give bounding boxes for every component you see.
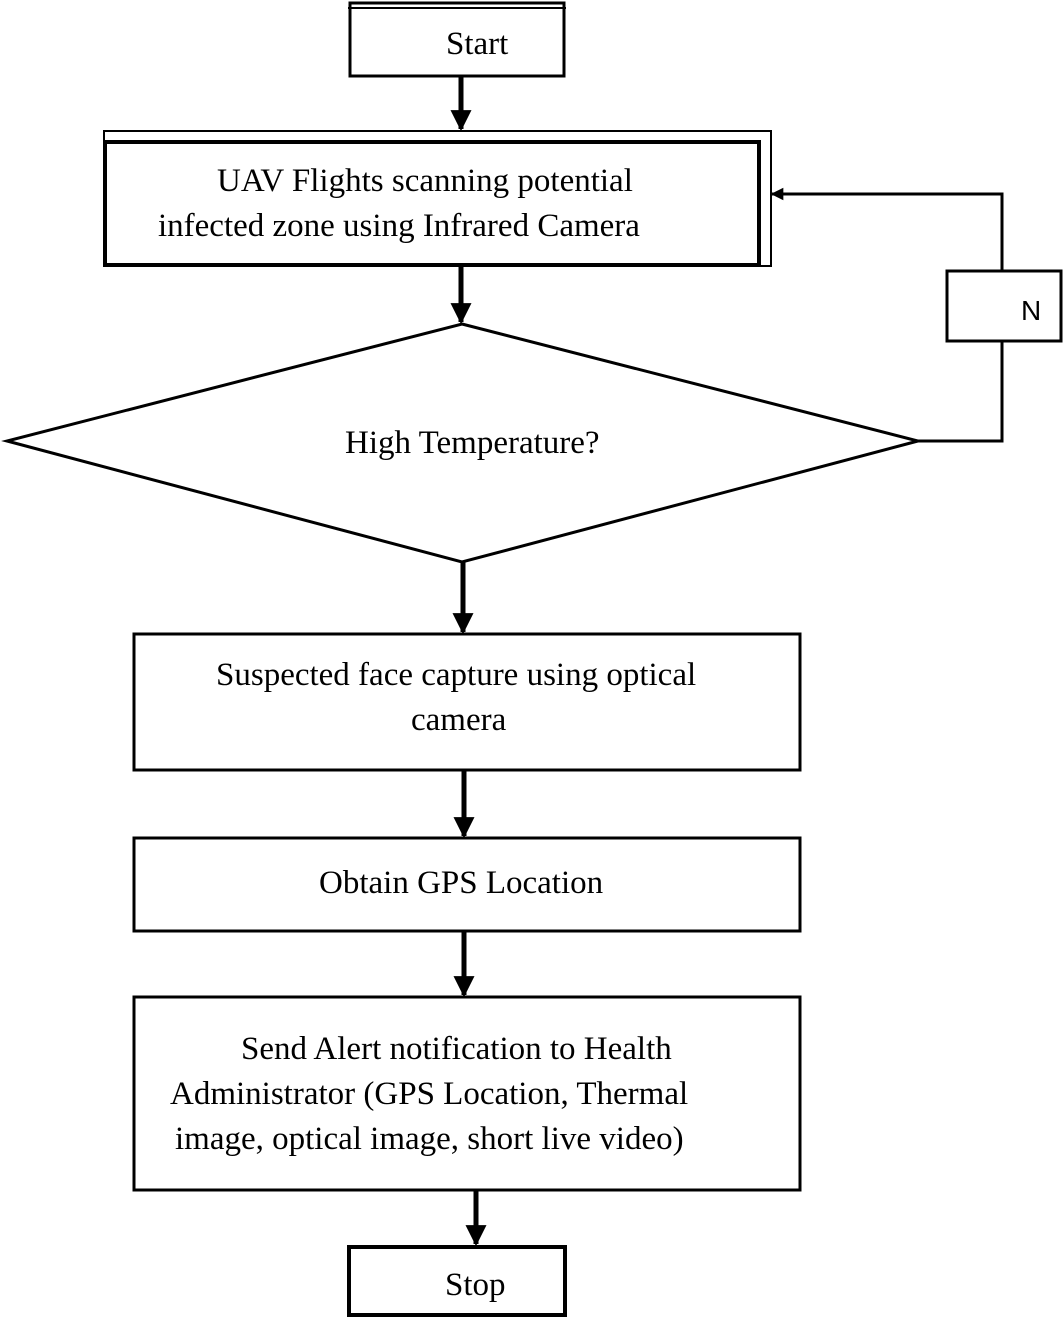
scan-label-line-2: infected zone using Infrared Camera	[158, 208, 640, 244]
gps-node	[132, 836, 802, 933]
scan-node	[103, 140, 761, 267]
capture-node	[132, 632, 802, 772]
start-node	[348, 1, 566, 78]
decision-label: High Temperature?	[345, 425, 600, 461]
capture-label-line-2: camera	[411, 702, 507, 738]
alert-label-line-3: image, optical image, short live video)	[175, 1121, 684, 1157]
stop-node	[347, 1245, 567, 1317]
no-branch-box	[945, 269, 1063, 343]
stop-label: Stop	[445, 1267, 506, 1303]
scan-label-line-1: UAV Flights scanning potential	[217, 163, 633, 199]
alert-label-line-1: Send Alert notification to Health	[241, 1031, 672, 1067]
start-label: Start	[446, 26, 509, 62]
capture-label-line-1: Suspected face capture using optical	[216, 657, 697, 693]
gps-label: Obtain GPS Location	[319, 865, 604, 901]
alert-label-line-2: Administrator (GPS Location, Thermal	[170, 1076, 689, 1112]
alert-node	[132, 995, 802, 1192]
no-branch-label: N	[1021, 295, 1042, 326]
